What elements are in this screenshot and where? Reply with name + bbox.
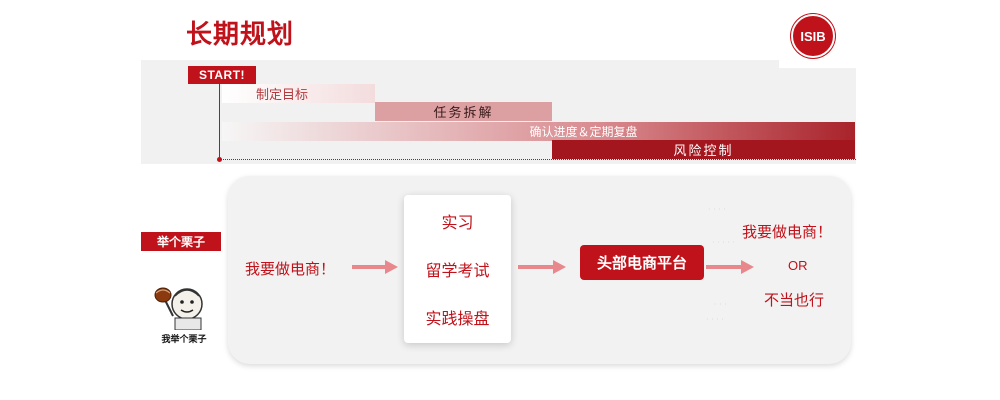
platform-badge: 头部电商平台 [580, 245, 704, 280]
page-title: 长期规划 [186, 20, 295, 50]
steps-card: 实习 留学考试 实践操盘 [404, 195, 511, 343]
timeline-origin-dot [217, 157, 222, 162]
outcome-1: 我要做电商！ [742, 223, 833, 241]
faint-annotation: · · · · [708, 205, 726, 214]
isib-logo-icon: ISIB [791, 14, 835, 58]
phase-bar-progress-review: 确认进度＆定期复盘 [222, 122, 855, 141]
faint-annotation: · · · [714, 300, 727, 309]
faint-annotation: · · · · [706, 315, 724, 324]
step-study-abroad-exam: 留学考试 [425, 261, 490, 280]
phase-bar-set-goal: 制定目标 [222, 84, 375, 103]
arrow-right-icon [518, 260, 566, 274]
start-badge: START! [188, 66, 256, 84]
goal-text: 我要做电商！ [245, 260, 336, 278]
phase-bar-task-breakdown: 任务拆解 [375, 102, 552, 121]
step-internship: 实习 [441, 213, 474, 232]
timeline-vertical-line [219, 84, 220, 160]
step-practice: 实践操盘 [425, 309, 490, 328]
or-text: OR [788, 258, 808, 273]
timeline-horizontal-line [219, 159, 856, 160]
phase-bar-risk-control: 风险控制 [552, 140, 855, 159]
example-tag: 举个栗子 [141, 232, 221, 251]
timeline-corner [779, 60, 856, 68]
outcome-2: 不当也行 [764, 291, 825, 309]
arrow-right-icon [352, 260, 398, 274]
faint-annotation: · · · · · [712, 238, 735, 247]
meme-caption: 我举个栗子 [161, 335, 207, 345]
meme-chestnut-icon [151, 282, 213, 331]
arrow-right-icon [706, 260, 754, 274]
